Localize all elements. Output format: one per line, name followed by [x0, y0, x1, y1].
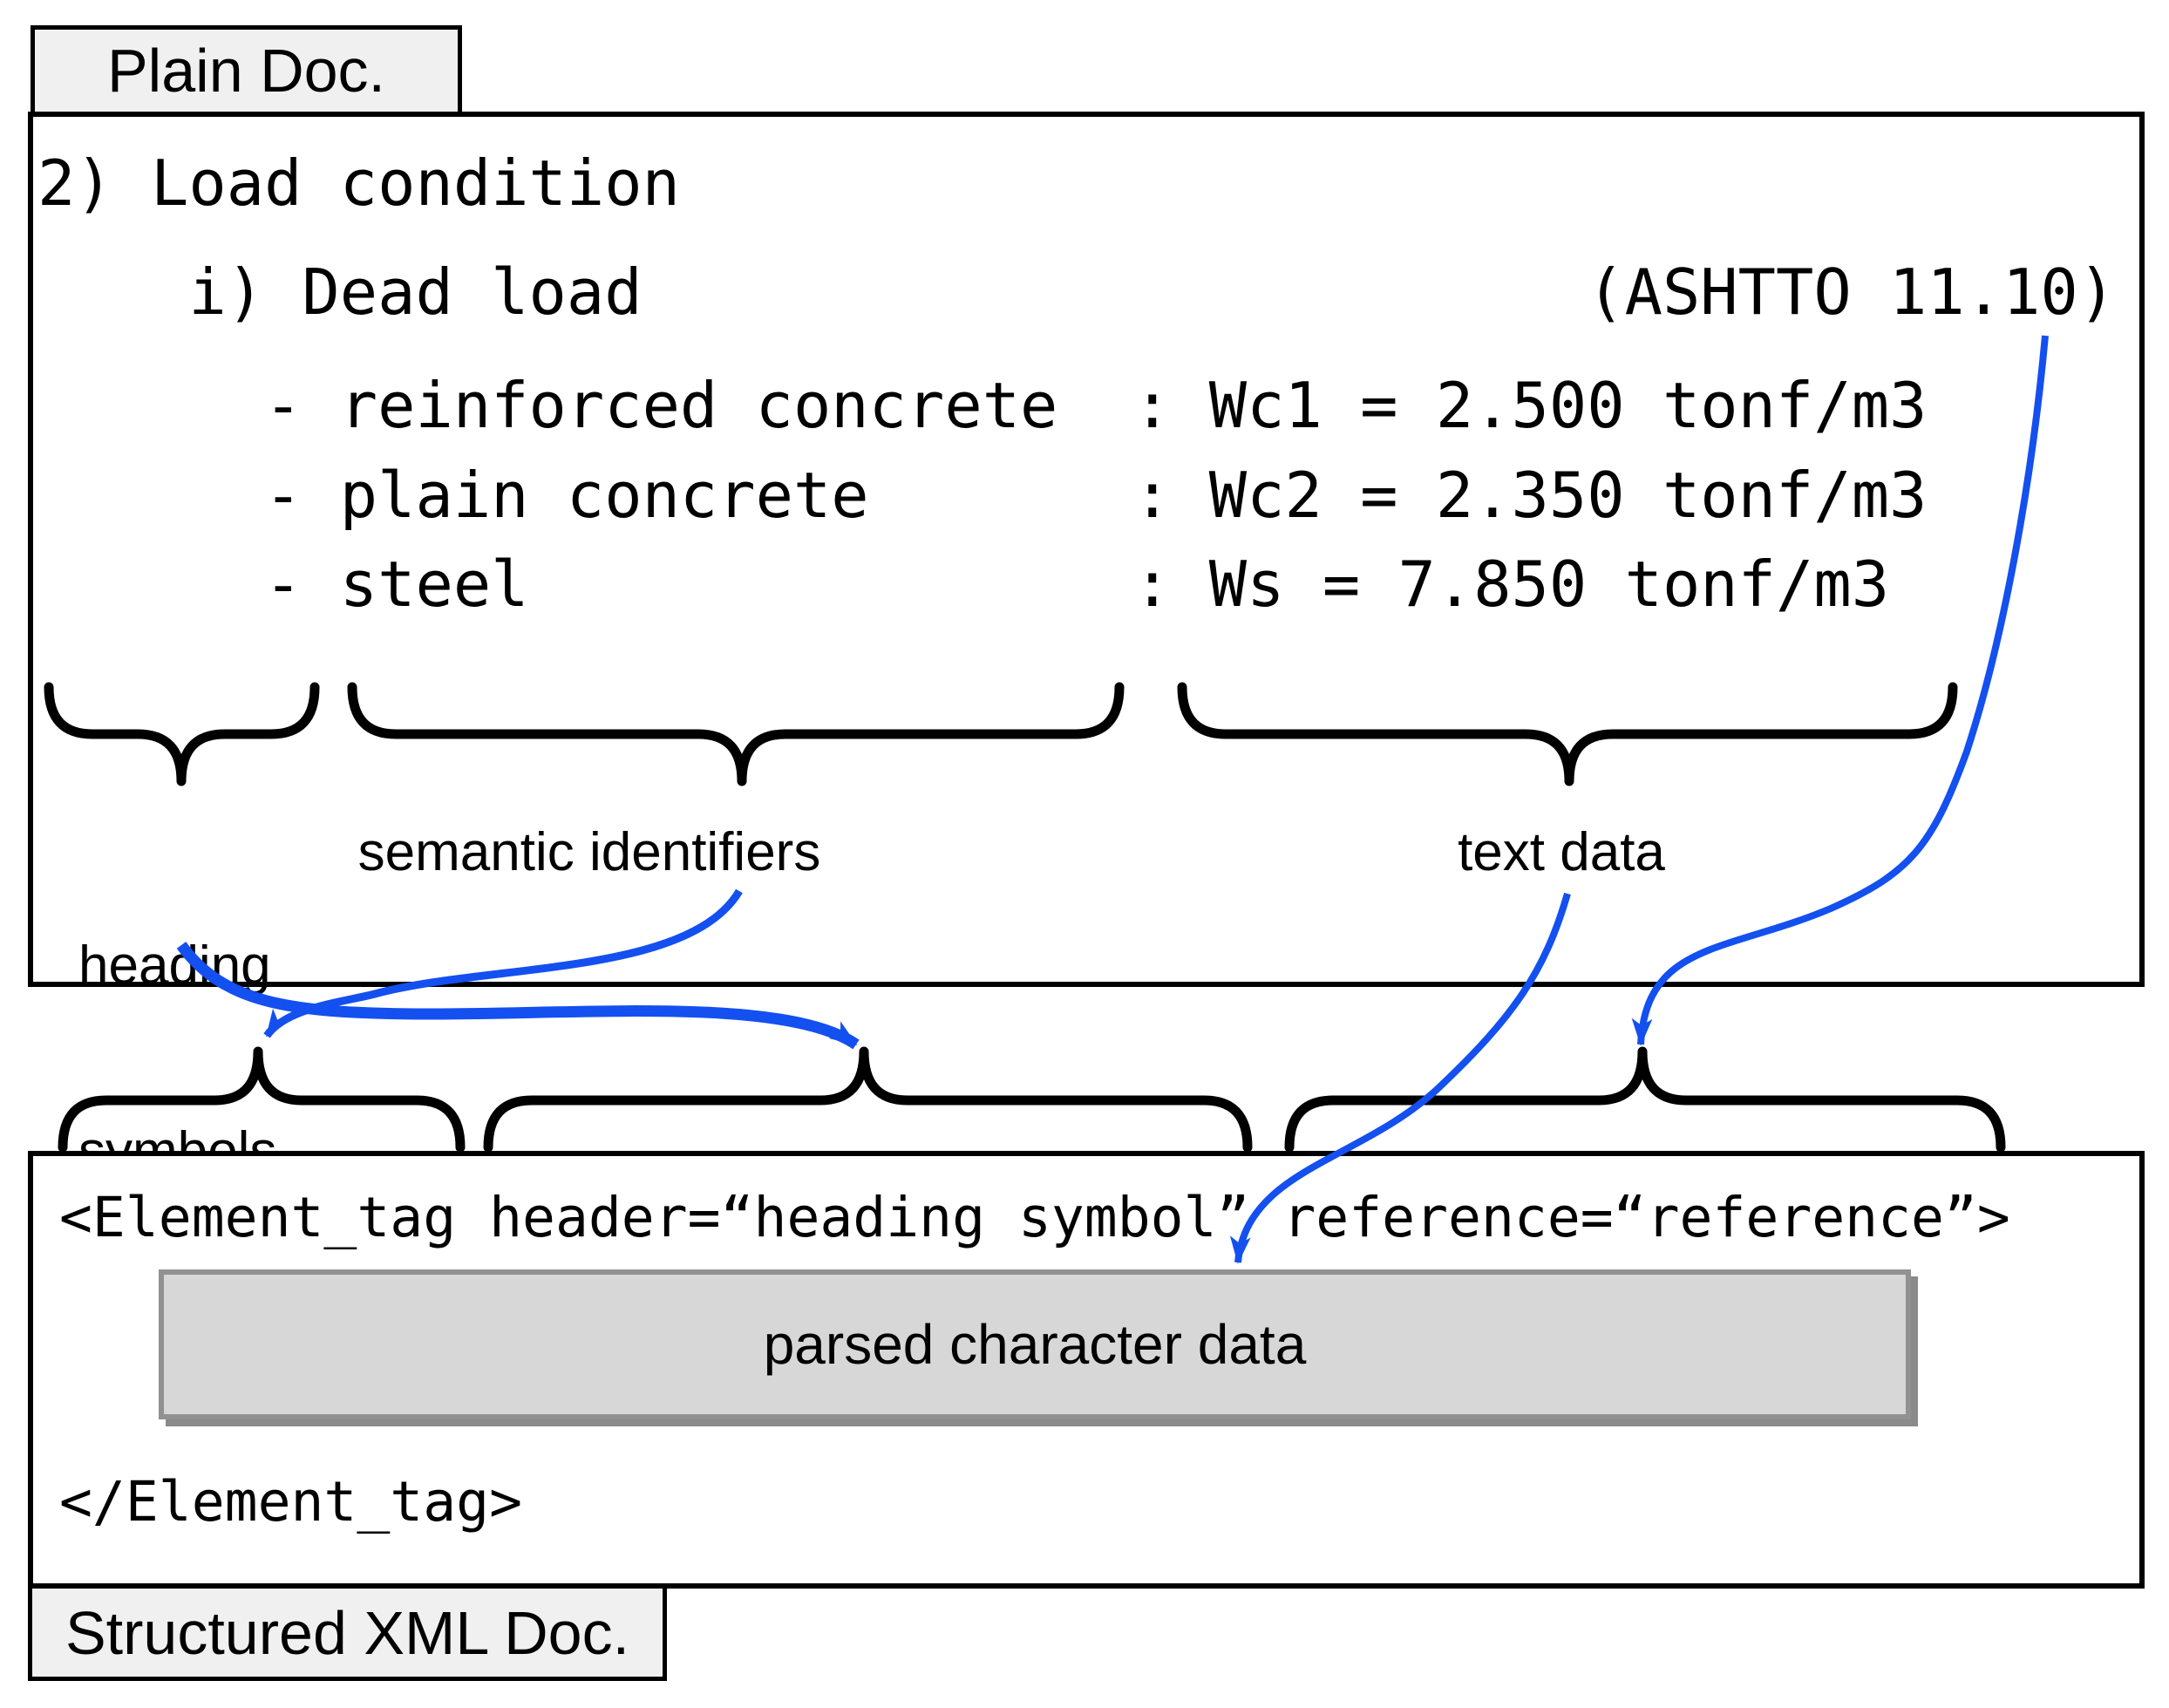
- doc-line-reinforced: - reinforced concrete : Wc1 = 2.500 tonf…: [37, 369, 1928, 442]
- doc-line-dead-load: i) Dead load (ASHTTO 11.10): [37, 255, 2117, 329]
- doc-line-steel: - steel : Ws = 7.850 tonf/m3: [37, 548, 1890, 621]
- plain-doc-tab: Plain Doc.: [31, 25, 462, 112]
- plain-doc-tab-label: Plain Doc.: [106, 37, 386, 105]
- brace-reference-attr-target: [1284, 1046, 2006, 1153]
- xml-close-tag-line: </Element_tag>: [59, 1470, 523, 1534]
- label-text-data: text data: [1458, 822, 1665, 882]
- label-semantic-identifiers: semantic identifiers: [357, 822, 821, 882]
- xml-open-tag-line: <Element_tag header=“heading symbol” ref…: [59, 1186, 2010, 1249]
- doc-line-plain-concrete: - plain concrete : Wc2 = 2.350 tonf/m3: [37, 459, 1928, 532]
- xml-doc-tab: Structured XML Doc.: [28, 1589, 667, 1681]
- parsed-character-data-box: parsed character data: [159, 1269, 1911, 1419]
- brace-header-attr-target: [483, 1046, 1253, 1153]
- xml-doc-tab-label: Structured XML Doc.: [65, 1598, 630, 1667]
- doc-line-load-condition: 2) Load condition: [37, 146, 680, 220]
- parsed-character-data-label: parsed character data: [763, 1313, 1307, 1376]
